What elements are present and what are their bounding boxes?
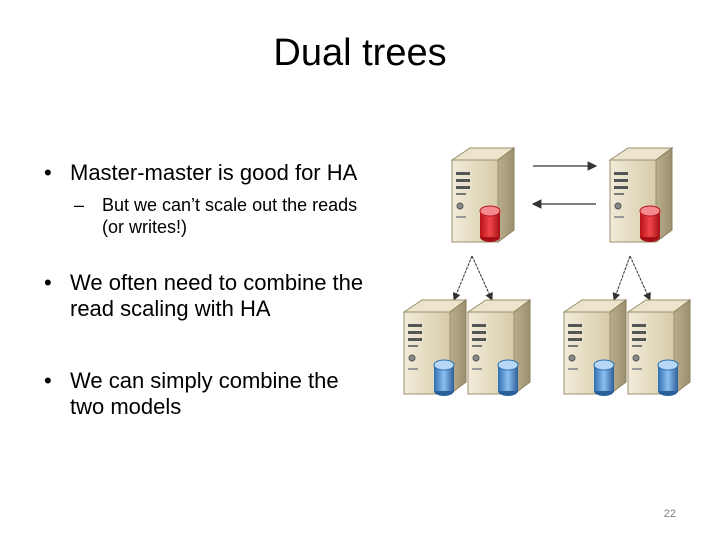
bullet-item: • Master-master is good for HA: [44, 160, 364, 186]
bullet-text: We can simply combine the two models: [70, 368, 339, 419]
bullet-marker: •: [44, 368, 52, 393]
bullet-item: • We often need to combine the read scal…: [44, 270, 364, 322]
replication-arrow-icon: [629, 255, 651, 301]
slave-server-icon: [403, 299, 467, 397]
master-server-icon: [451, 147, 515, 243]
bullet-marker: •: [44, 270, 52, 295]
bullet-text: Master-master is good for HA: [70, 160, 358, 185]
sub-bullet-item: – But we can’t scale out the reads (or w…: [44, 194, 364, 238]
bullet-list: • Master-master is good for HA – But we …: [44, 160, 364, 420]
page-number: 22: [663, 508, 676, 520]
sub-bullet-text: But we can’t scale out the reads (or wri…: [102, 195, 358, 237]
bullet-item: • We can simply combine the two models: [44, 368, 364, 420]
replication-arrow-icon: [471, 255, 493, 301]
bullet-marker: •: [44, 160, 52, 185]
master-server-icon: [609, 147, 673, 243]
bullet-text: We often need to combine the read scalin…: [70, 270, 364, 321]
slave-server-icon: [627, 299, 691, 397]
replication-arrow-icon: [452, 255, 473, 301]
slide-title: Dual trees: [273, 32, 447, 74]
slave-server-icon: [467, 299, 531, 397]
sub-bullet-marker: –: [74, 195, 85, 215]
dual-tree-diagram: [403, 147, 691, 397]
slave-server-icon: [563, 299, 627, 397]
replication-arrow-icon: [612, 255, 631, 301]
